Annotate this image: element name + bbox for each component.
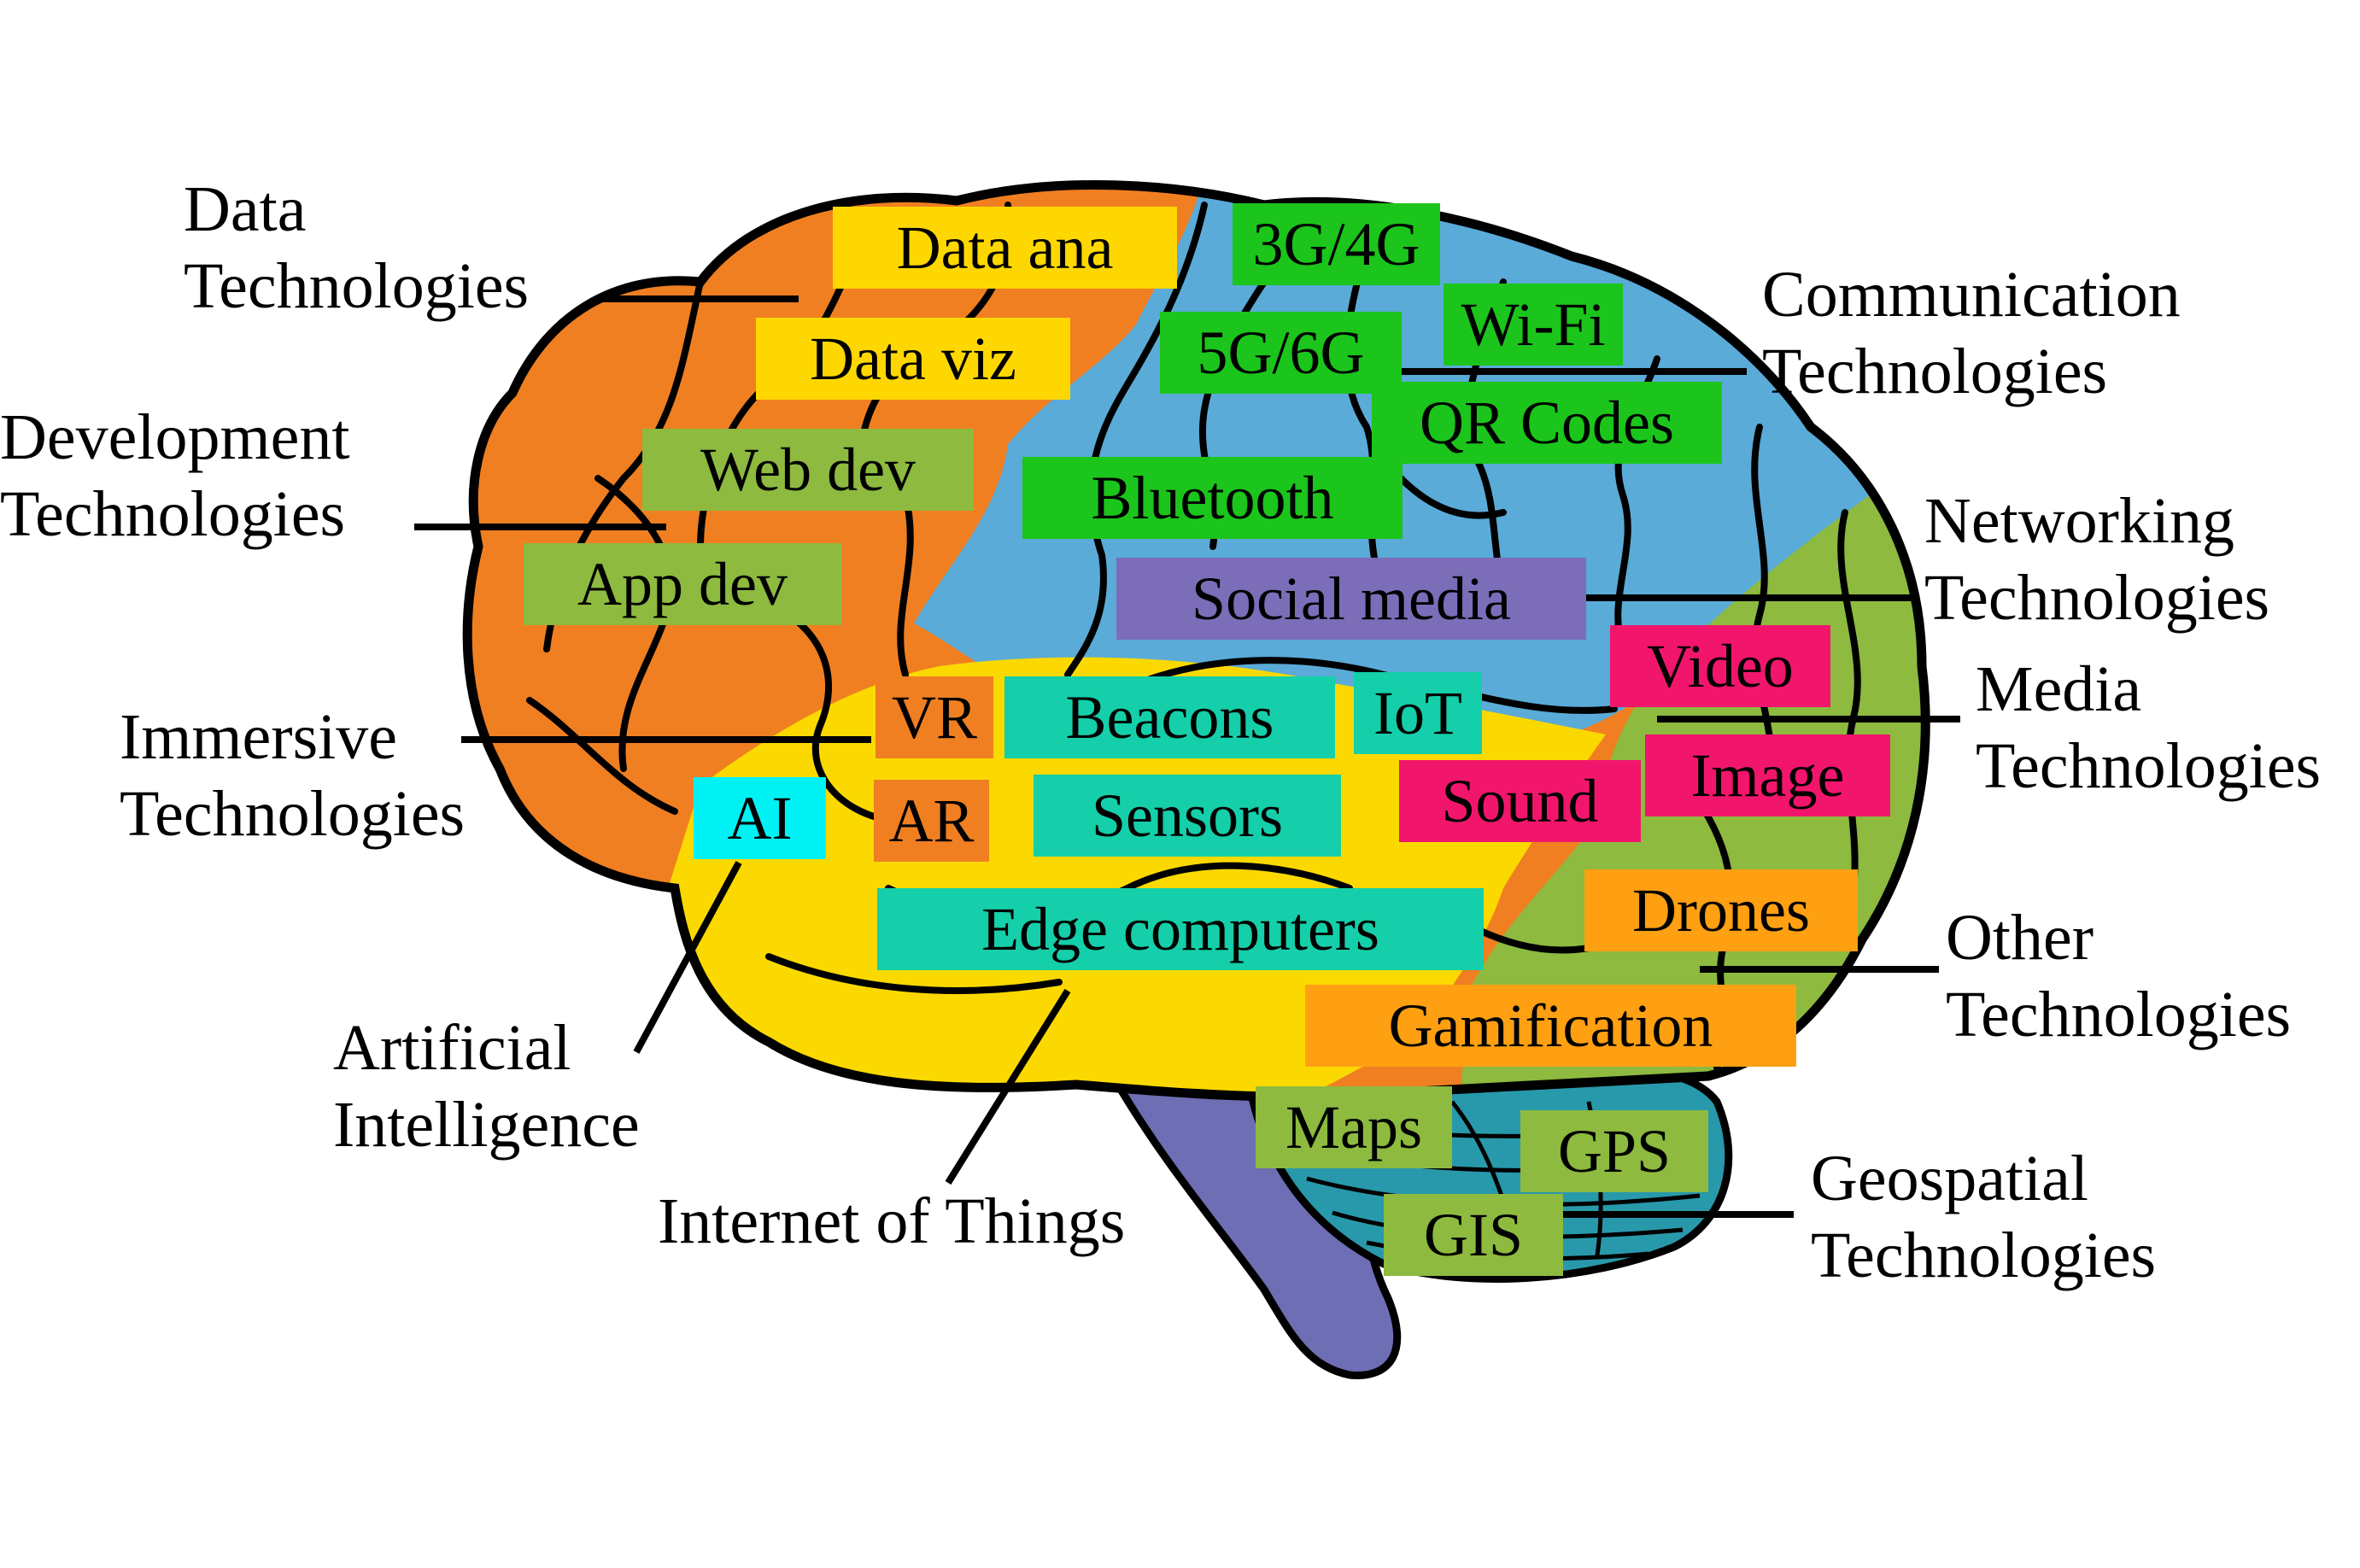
tag-video: Video	[1610, 625, 1830, 707]
tag-drones: Drones	[1584, 869, 1858, 951]
tag-5g6g: 5G/6G	[1160, 312, 1402, 394]
leader-ai	[633, 861, 742, 1054]
tag-vr: VR	[875, 676, 993, 758]
tag-app-dev: App dev	[524, 543, 841, 625]
tag-image: Image	[1645, 734, 1890, 816]
tag-gps: GPS	[1520, 1110, 1708, 1192]
category-iot: Internet of Things	[658, 1185, 1126, 1257]
leader-iot	[945, 988, 1071, 1185]
tag-3g4g: 3G/4G	[1233, 203, 1440, 285]
tag-wi-fi: Wi-Fi	[1444, 284, 1623, 366]
tag-iot: IoT	[1354, 672, 1482, 754]
tag-web-dev: Web dev	[642, 429, 974, 511]
tag-beacons: Beacons	[1004, 676, 1335, 758]
tag-ai: AI	[694, 777, 826, 859]
tag-gis: GIS	[1384, 1194, 1563, 1276]
tag-qr-codes: QR Codes	[1372, 382, 1722, 464]
leader-lines	[414, 295, 1960, 1218]
tag-edge-computers: Edge computers	[877, 888, 1484, 970]
tag-bluetooth: Bluetooth	[1022, 457, 1403, 539]
brain-outline	[462, 180, 1930, 1102]
tag-ar: AR	[874, 780, 989, 862]
tag-data-viz: Data viz	[756, 318, 1070, 400]
tag-gamification: Gamification	[1305, 985, 1796, 1067]
tag-sensors: Sensors	[1034, 775, 1341, 857]
tag-social-media: Social media	[1116, 558, 1586, 640]
tag-data-ana: Data ana	[833, 207, 1177, 289]
tag-sound: Sound	[1399, 760, 1641, 842]
tag-maps: Maps	[1256, 1086, 1452, 1168]
